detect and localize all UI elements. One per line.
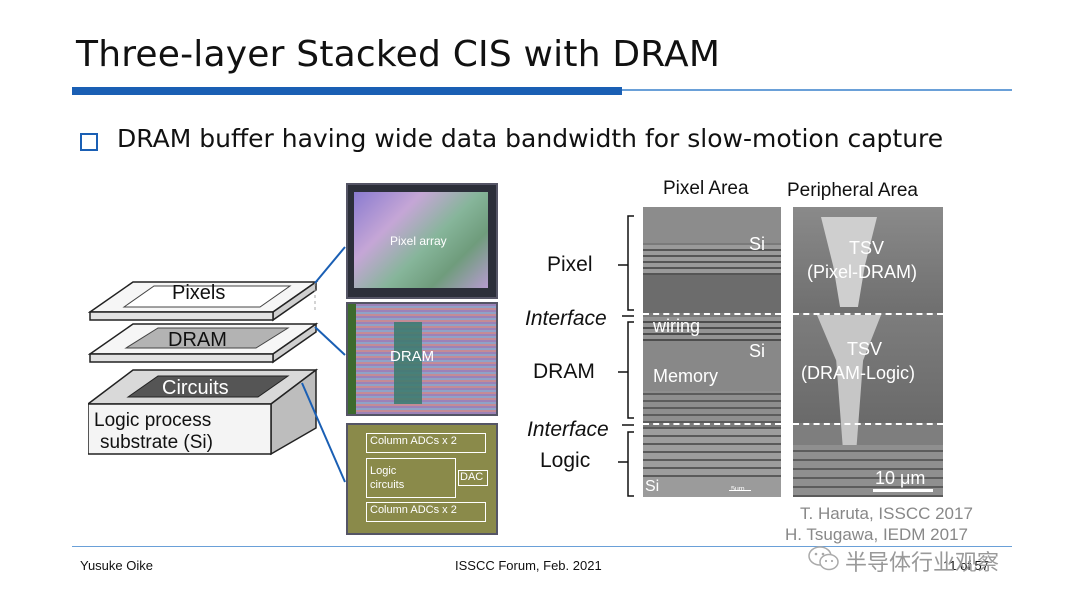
bullet-text: DRAM buffer having wide data bandwidth f… xyxy=(117,124,944,153)
dac-box xyxy=(458,470,488,486)
wechat-icon xyxy=(808,545,840,573)
footer-event: ISSCC Forum, Feb. 2021 xyxy=(455,558,602,573)
sem-interface-bottom-line-2 xyxy=(793,423,943,425)
sem-tsv1-label-2: (Pixel-DRAM) xyxy=(807,262,917,282)
dram-center-column xyxy=(394,322,422,404)
sem-pixel-lower xyxy=(643,275,781,313)
sem-si-mid-label: Si xyxy=(749,341,766,361)
dac-label: DAC xyxy=(460,471,484,483)
logic-label-1: Logic xyxy=(370,465,397,477)
stack-label-substrate-1: Logic process xyxy=(94,410,212,431)
footer-page-number: 11 of 57 xyxy=(943,558,990,573)
pixel-array-die xyxy=(354,192,488,288)
stack-label-circuits: Circuits xyxy=(162,377,229,399)
sem-wiring-label: wiring xyxy=(653,316,701,336)
sem-dram-body xyxy=(643,341,781,391)
sem-si-top-label: Si xyxy=(749,234,766,254)
peripheral-area-heading: Peripheral Area xyxy=(787,180,918,201)
chip-photo-logic: Column ADCs x 2 Logic circuits DAC Colum… xyxy=(346,423,498,535)
stack-label-pixels: Pixels xyxy=(172,282,226,304)
sem-si-bottom-label: Si xyxy=(645,478,660,495)
layer-label-interface-bottom: Interface xyxy=(527,418,609,441)
sem-pixel-wiring xyxy=(643,245,781,275)
sem-peripheral-area: TSV (Pixel-DRAM) TSV (DRAM-Logic) 10 μm xyxy=(793,207,943,497)
layer-label-pixel: Pixel xyxy=(547,253,593,276)
stack-label-dram: DRAM xyxy=(168,329,227,351)
dram-chip-label: DRAM xyxy=(390,348,435,365)
sem-pixel-area: Si wiring Si Memory Si 5um xyxy=(643,207,781,497)
footer-author: Yusuke Oike xyxy=(80,558,153,573)
sem-memory-label: Memory xyxy=(653,366,719,386)
sem-interface-top-line-2 xyxy=(793,313,943,315)
adc-bottom-label: Column ADCs x 2 xyxy=(370,504,457,516)
sem-tsv2-label-1: TSV xyxy=(847,339,883,359)
reference-1: T. Haruta, ISSCC 2017 xyxy=(800,504,973,523)
chip-photo-dram: DRAM xyxy=(346,302,498,416)
logic-box xyxy=(366,458,456,498)
sem-si-band-top xyxy=(643,207,781,243)
adc-bottom-box xyxy=(366,502,486,522)
sem-small-scale-label: 5um xyxy=(731,486,745,493)
sem-dram-wiring xyxy=(643,317,781,341)
watermark-text: 半导体行业观察 xyxy=(845,551,1000,576)
sem-interface-bottom-line xyxy=(643,423,781,425)
pixel-array-label: Pixel array xyxy=(390,234,447,248)
logic-label-2: circuits xyxy=(370,479,405,491)
dram-left-edge xyxy=(348,304,356,414)
pixel-area-heading: Pixel Area xyxy=(663,178,749,199)
sem-scale-label: 10 μm xyxy=(875,468,926,488)
sem-scale-bar xyxy=(873,489,933,492)
sem-tsv2-label-2: (DRAM-Logic) xyxy=(801,363,916,383)
adc-top-label: Column ADCs x 2 xyxy=(370,435,457,447)
title-underline-accent xyxy=(72,87,622,95)
layer-label-logic: Logic xyxy=(540,449,591,472)
slide-title: Three-layer Stacked CIS with DRAM xyxy=(76,34,721,75)
footer-divider xyxy=(72,546,1012,547)
sem-dram-lower xyxy=(643,391,781,423)
layer-label-interface-top: Interface xyxy=(525,307,607,330)
reference-2: H. Tsugawa, IEDM 2017 xyxy=(785,525,968,544)
stack-label-substrate-2: substrate (Si) xyxy=(100,432,213,453)
sem-logic-body xyxy=(643,427,781,477)
chip-photo-pixel-array: Pixel array xyxy=(346,183,498,299)
bullet-square-icon xyxy=(80,133,98,151)
sem-peripheral-logic xyxy=(793,445,943,497)
sem-interface-top-line xyxy=(643,313,781,315)
sem-logic-si xyxy=(643,477,781,497)
sem-small-scale-bar xyxy=(729,490,751,491)
title-underline-thin xyxy=(622,89,1012,91)
adc-top-box xyxy=(366,433,486,453)
sem-tsv1-label-1: TSV xyxy=(849,238,885,258)
layer-label-dram: DRAM xyxy=(533,360,595,383)
layer-bracket xyxy=(618,215,634,497)
